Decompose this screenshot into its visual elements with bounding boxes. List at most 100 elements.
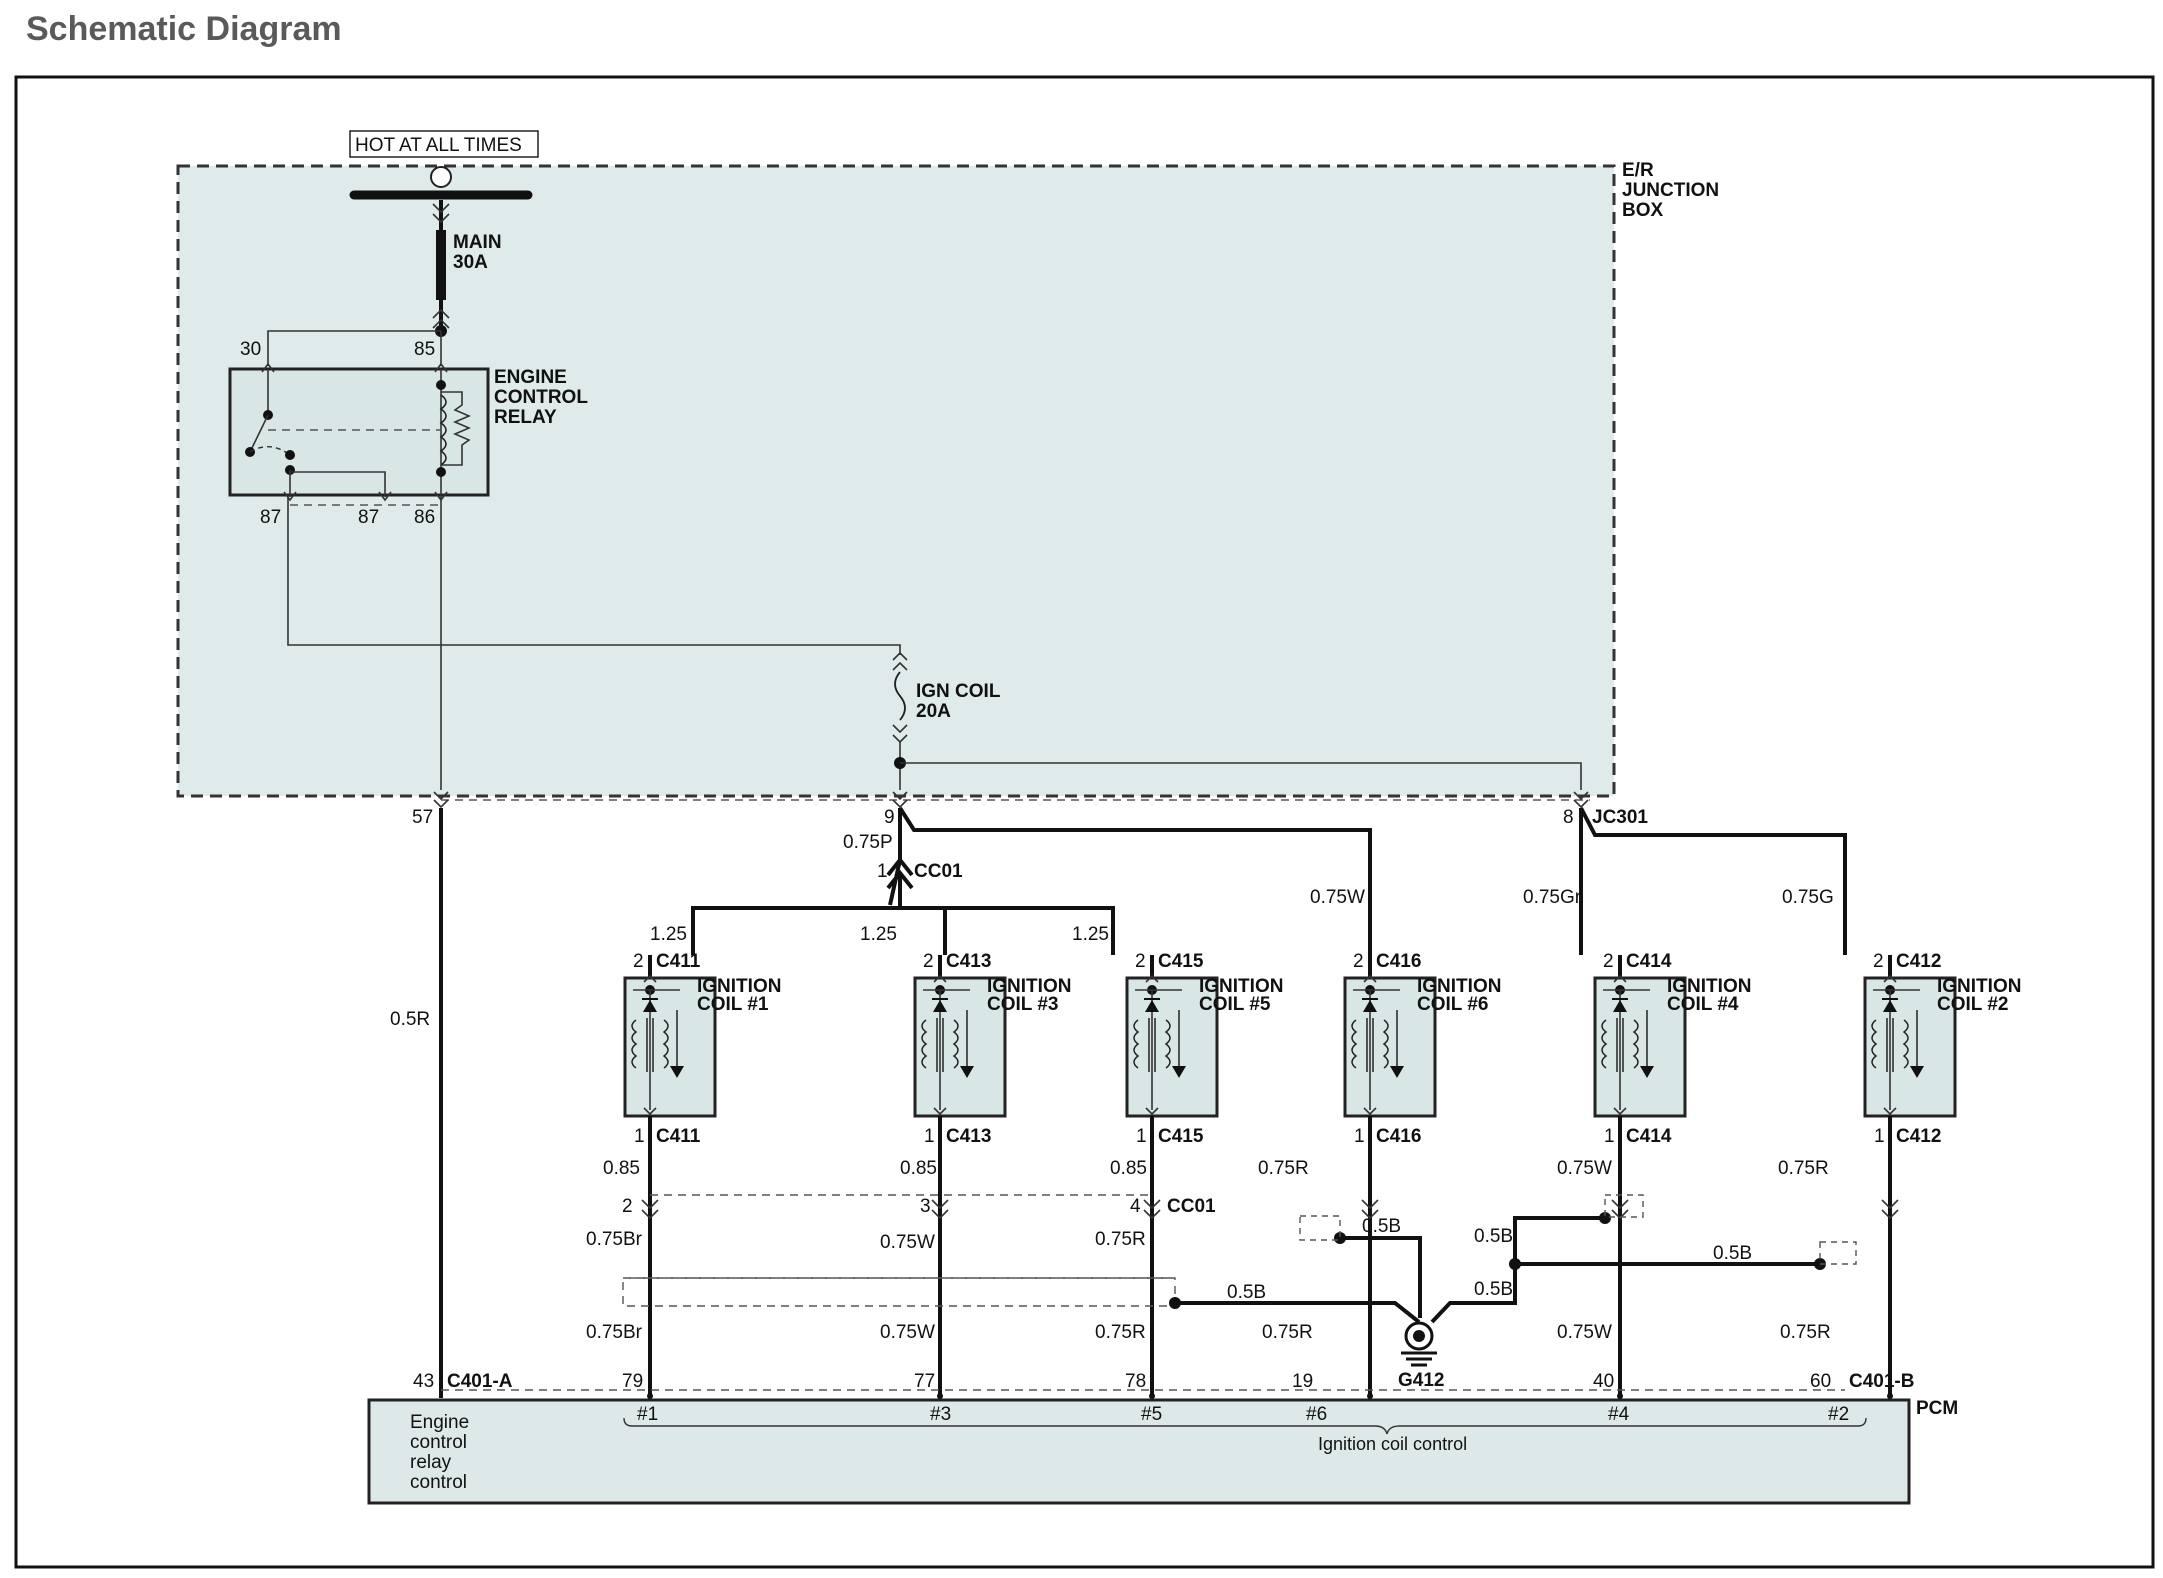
- coil-3-name2: COIL #5: [1199, 994, 1271, 1015]
- pcm-pin-60: 60: [1810, 1371, 1831, 1392]
- coil-4-bot-pin: 1: [1354, 1126, 1365, 1147]
- ground-wire-label-3: 0.5B: [1474, 1226, 1513, 1247]
- coil-1-top-conn: C411: [656, 951, 701, 972]
- relay-pin-87-b: 87: [358, 507, 379, 528]
- coil-4-name1: IGNITION: [1417, 976, 1501, 997]
- coil-2-bot-pin: 1: [924, 1126, 935, 1147]
- wire-label-0.75Br-a: 0.75Br: [586, 1229, 643, 1250]
- junction-box-label-1: E/R: [1622, 160, 1654, 181]
- main-fuse-label-2: 30A: [453, 252, 488, 273]
- wire-label-0.75R-b: 0.75R: [1095, 1322, 1146, 1343]
- wire-label-0.75R-a: 0.75R: [1095, 1229, 1146, 1250]
- wire-label-0.75P: 0.75P: [843, 832, 893, 853]
- coil-3-bot-pin: 1: [1136, 1126, 1147, 1147]
- coil-2-top-pin: 2: [923, 951, 934, 972]
- wire-label-c4-0.75W-b: 0.75W: [1557, 1322, 1612, 1343]
- coil-5-bot-conn: C414: [1626, 1126, 1672, 1147]
- cc01-pin-3: 3: [920, 1196, 931, 1217]
- pin-57: 57: [412, 807, 433, 828]
- pcm-conn-b: C401-B: [1849, 1371, 1914, 1392]
- ground-wire-label-4: 0.5B: [1474, 1279, 1513, 1300]
- pcm-cyl-2: #2: [1828, 1404, 1849, 1425]
- coil-1-name2: COIL #1: [697, 994, 769, 1015]
- relay-pin-30: 30: [240, 339, 261, 360]
- ignition-control-bracket: [623, 1417, 1867, 1435]
- wire-label-c6-0.75R-a: 0.75R: [1258, 1158, 1309, 1179]
- coil-2-top-conn: C413: [946, 951, 991, 972]
- coil-5-top-conn: C414: [1626, 951, 1672, 972]
- relay-coil-icon: [439, 394, 447, 466]
- pcm-cyl-4: #4: [1608, 1404, 1630, 1425]
- coil-2-name2: COIL #3: [987, 994, 1058, 1015]
- wire-label-0.85-b: 0.85: [900, 1158, 937, 1179]
- ign-coil-fuse: [894, 671, 906, 721]
- pcm-ctrl-text-4: control: [410, 1472, 467, 1493]
- pcm-cyl-3: #3: [930, 1404, 951, 1425]
- relay-label-1: ENGINE: [494, 367, 567, 388]
- coil-1-bot-pin: 1: [634, 1126, 645, 1147]
- wire-label-c6-0.75R-b: 0.75R: [1262, 1322, 1313, 1343]
- ground-g412-icon: [1401, 1321, 1437, 1367]
- pcm-ctrl-text-3: relay: [410, 1452, 452, 1473]
- cc01-pin-2: 2: [622, 1196, 633, 1217]
- page-title: Schematic Diagram: [26, 10, 342, 48]
- pin-1: 1: [877, 861, 888, 882]
- hot-label-box: [349, 130, 539, 158]
- wire-label-c2-0.75R-a: 0.75R: [1778, 1158, 1829, 1179]
- coil-5-name1: IGNITION: [1667, 976, 1751, 997]
- coil-6-bot-pin: 1: [1874, 1126, 1885, 1147]
- junction-box-label-3: BOX: [1622, 200, 1664, 221]
- wire-label-0.75W-b: 0.75W: [880, 1322, 935, 1343]
- relay-pin-86: 86: [414, 507, 435, 528]
- cc01-label: CC01: [914, 861, 963, 882]
- pcm-ignition-coil-control: Ignition coil control: [1318, 1434, 1467, 1454]
- diagram-frame: [14, 75, 2155, 1569]
- coil-1-name1: IGNITION: [697, 976, 781, 997]
- wire-label-0.85-a: 0.85: [603, 1158, 640, 1179]
- pcm-ctrl-text-2: control: [410, 1432, 467, 1453]
- coil-2-name1: IGNITION: [987, 976, 1071, 997]
- ign-fuse-label-1: IGN COIL: [916, 681, 1001, 702]
- pcm-pin-78: 78: [1125, 1371, 1146, 1392]
- relay-label-2: CONTROL: [494, 387, 588, 408]
- wire-label-1.25-b: 1.25: [860, 924, 897, 945]
- coil-6-top-conn: C412: [1896, 951, 1941, 972]
- cc01-bottom-label: CC01: [1167, 1196, 1216, 1217]
- wire-label-c6-0.75W: 0.75W: [1310, 887, 1365, 908]
- relay-label-3: RELAY: [494, 407, 557, 428]
- coil-4-bot-conn: C416: [1376, 1126, 1421, 1147]
- pcm-cyl-5: #5: [1141, 1404, 1162, 1425]
- cc01-pin-4: 4: [1130, 1196, 1141, 1217]
- jc301-label: JC301: [1592, 807, 1648, 828]
- wire-label-c2-0.75R-b: 0.75R: [1780, 1322, 1831, 1343]
- coil-6-top-pin: 2: [1873, 951, 1884, 972]
- main-fuse-label-1: MAIN: [453, 232, 502, 253]
- coil-3-bot-conn: C415: [1158, 1126, 1204, 1147]
- wire-label-0.75Br-b: 0.75Br: [586, 1322, 643, 1343]
- coil-6-name1: IGNITION: [1937, 976, 2021, 997]
- junction-box-label-2: JUNCTION: [1622, 180, 1719, 201]
- pcm-pin-19: 19: [1292, 1371, 1313, 1392]
- coil-5-bot-pin: 1: [1604, 1126, 1615, 1147]
- pcm-pin-43: 43: [413, 1371, 434, 1392]
- coil-6-name2: COIL #2: [1937, 994, 2008, 1015]
- coil-1-top-pin: 2: [633, 951, 644, 972]
- pcm-cyl-6: #6: [1306, 1404, 1327, 1425]
- wire-label-0.85-c: 0.85: [1110, 1158, 1147, 1179]
- coil-4-top-pin: 2: [1353, 951, 1364, 972]
- ground-wire-label-5: 0.5B: [1713, 1243, 1752, 1264]
- hot-at-all-times-label: HOT AT ALL TIMES: [355, 135, 522, 156]
- pin-9: 9: [884, 807, 895, 828]
- relay-pin-87-a: 87: [260, 507, 281, 528]
- coil-5-name2: COIL #4: [1667, 994, 1739, 1015]
- pcm-pin-40: 40: [1593, 1371, 1614, 1392]
- pin-8: 8: [1563, 807, 1574, 828]
- pcm-conn-a: C401-A: [447, 1371, 513, 1392]
- wire-label-1.25-c: 1.25: [1072, 924, 1109, 945]
- ground-wire-label-2: 0.5B: [1362, 1216, 1401, 1237]
